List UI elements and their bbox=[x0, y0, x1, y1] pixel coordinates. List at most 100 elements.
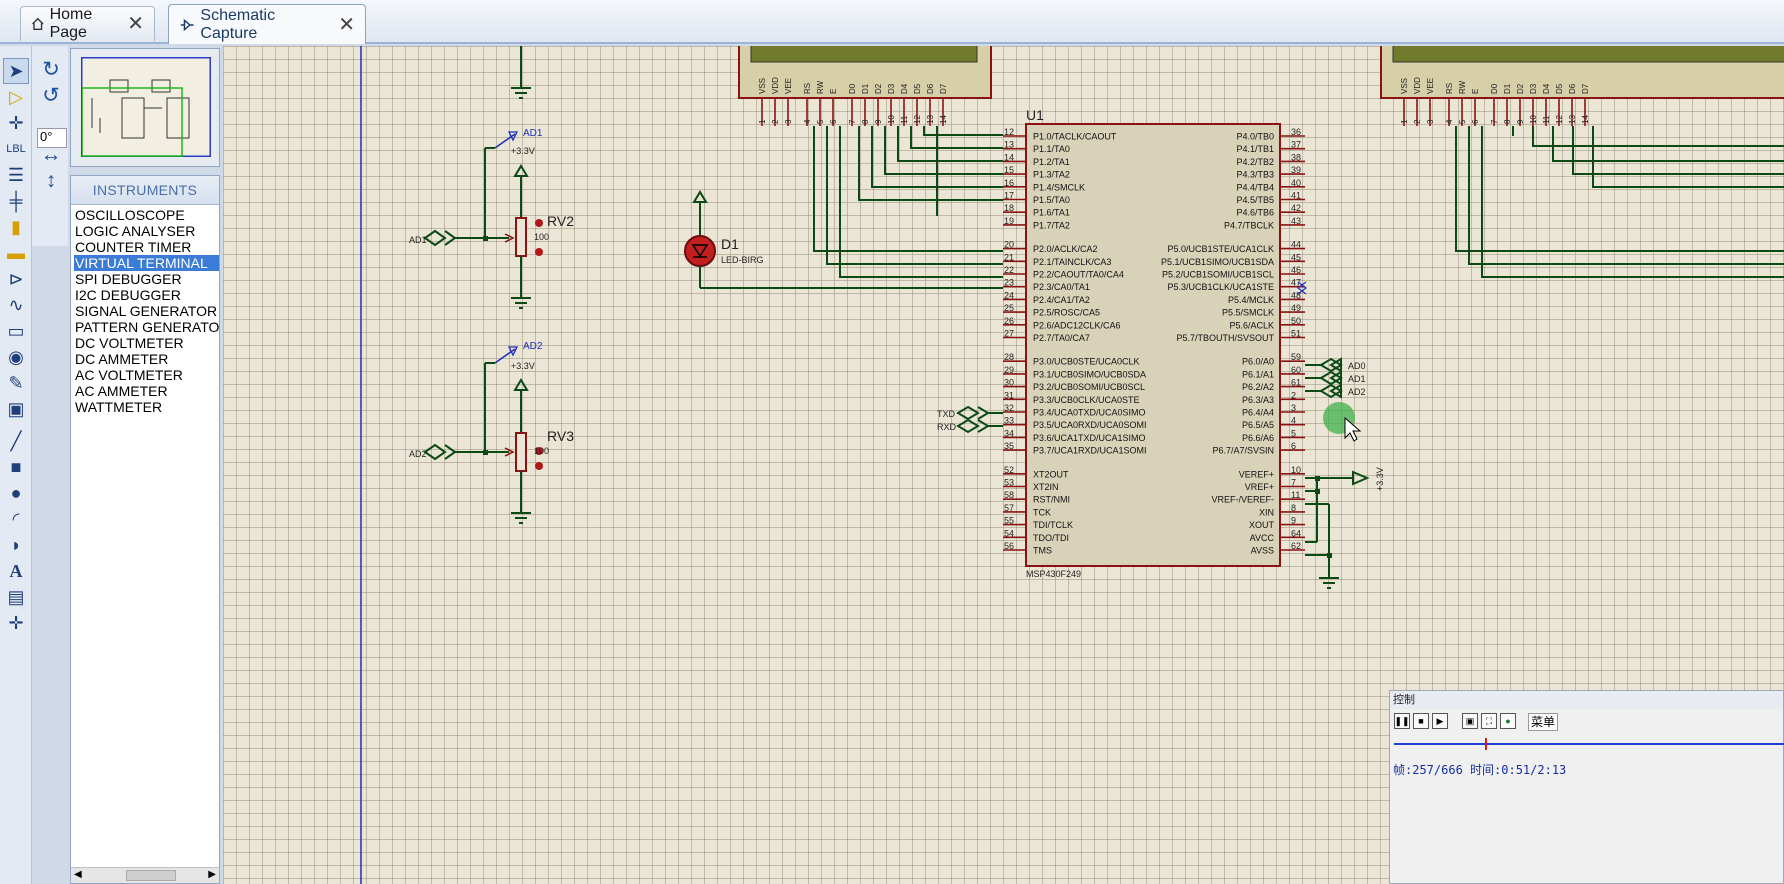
time-info: 帧:257/666 时间:0:51/2:13 bbox=[1393, 763, 1567, 777]
circle-icon[interactable]: ● bbox=[10, 482, 22, 503]
led-d1[interactable]: D1 LED-BIRG bbox=[684, 190, 1003, 289]
pin-number: 26 bbox=[1004, 316, 1014, 326]
terminals-icon[interactable]: ▬ bbox=[7, 242, 25, 263]
pin-number: 60 bbox=[1291, 365, 1301, 375]
voltage-probe-icon[interactable]: ✎ bbox=[8, 372, 24, 393]
pin-number: 13 bbox=[1004, 140, 1014, 150]
lcd-display[interactable]: VSS1VDD2VEE3RS4RW5E6D07D18D29D310D411D51… bbox=[738, 46, 992, 126]
lcd-pin-number: 12 bbox=[913, 115, 922, 124]
tab-schematic-capture[interactable]: Schematic Capture ✕ bbox=[168, 4, 366, 44]
symbol-icon[interactable]: ▤ bbox=[7, 586, 25, 607]
pin-name: P2.0/ACLK/CA2 bbox=[1033, 244, 1098, 254]
lcd-pin-number: 11 bbox=[900, 115, 909, 124]
lcd-pin-group: VSS1VDD2VEE3RS4RW5E6D07D18D29D310D411D51… bbox=[758, 77, 948, 126]
lcd-pin-name: E bbox=[829, 89, 838, 94]
text-script-icon[interactable]: ☰ bbox=[7, 164, 25, 185]
tab-home-page[interactable]: Home Page ✕ bbox=[20, 6, 155, 41]
instrument-item[interactable]: AC VOLTMETER bbox=[75, 367, 183, 383]
box-icon[interactable]: ■ bbox=[10, 456, 22, 477]
lcd-pin-name: D5 bbox=[913, 83, 922, 94]
close-icon[interactable]: ✕ bbox=[127, 13, 144, 35]
ground-symbol bbox=[511, 46, 531, 99]
lcd-pin-group: VSS1VDD2VEE3RS4RW5E6D07D18D29D310D411D51… bbox=[1400, 77, 1590, 126]
instrument-item[interactable]: LOGIC ANALYSER bbox=[75, 223, 196, 239]
line-icon[interactable]: ╱ bbox=[10, 430, 22, 451]
lcd-pin-number: 5 bbox=[816, 119, 825, 124]
wire-label-icon[interactable]: LBL bbox=[6, 143, 26, 155]
instrument-item[interactable]: DC VOLTMETER bbox=[75, 335, 184, 351]
instrument-item[interactable]: WATTMETER bbox=[75, 399, 163, 415]
scroll-left-icon[interactable]: ◀ bbox=[74, 869, 82, 880]
instrument-item[interactable]: AC AMMETER bbox=[75, 383, 168, 399]
instrument-item[interactable]: SIGNAL GENERATOR bbox=[75, 303, 218, 319]
path-icon[interactable]: ◗ bbox=[10, 534, 22, 555]
mirror-vertical-icon[interactable]: ↕ bbox=[45, 169, 57, 192]
rotation-angle-field[interactable]: 0° bbox=[37, 128, 67, 148]
lcd-pin-number: 13 bbox=[1568, 115, 1577, 124]
next-frame-icon[interactable]: ▶ bbox=[1432, 713, 1448, 729]
pin-number: 12 bbox=[1004, 127, 1014, 137]
virtual-instruments-icon[interactable]: ▣ bbox=[7, 398, 25, 419]
lcd-pin-name: D7 bbox=[939, 83, 948, 94]
lcd-pin-number: 7 bbox=[1490, 119, 1499, 124]
potentiometer-rv2[interactable]: AD1 +3.3V RV2 100 AD1 bbox=[409, 128, 574, 309]
scroll-right-icon[interactable]: ▶ bbox=[208, 869, 216, 880]
stop-icon[interactable]: ■ bbox=[1413, 713, 1429, 729]
pin-number: 64 bbox=[1291, 528, 1301, 538]
instrument-item[interactable]: COUNTER TIMER bbox=[75, 239, 192, 255]
generator-icon[interactable]: ◉ bbox=[8, 346, 24, 367]
instrument-item[interactable]: SPI DEBUGGER bbox=[75, 271, 182, 287]
tape-recorder-icon[interactable]: ▭ bbox=[7, 320, 25, 341]
instrument-item[interactable]: OSCILLOSCOPE bbox=[75, 207, 185, 223]
scroll-thumb[interactable] bbox=[126, 870, 176, 881]
instrument-item[interactable]: PATTERN GENERATO bbox=[75, 319, 219, 335]
graph-icon[interactable]: ∿ bbox=[8, 294, 24, 315]
pin-number: 31 bbox=[1004, 390, 1014, 400]
lcd-display-2[interactable]: VSS1VDD2VEE3RS4RW5E6D07D18D29D310D411D51… bbox=[1380, 46, 1784, 126]
supply-label: +3.3V bbox=[1375, 467, 1385, 491]
potentiometer-rv3[interactable]: AD2 +3.3V RV3 100 AD2 bbox=[409, 341, 574, 524]
subcircuit-icon[interactable]: ▮ bbox=[11, 216, 21, 237]
marker-icon[interactable]: ✛ bbox=[8, 612, 24, 633]
pin-number: 59 bbox=[1291, 352, 1301, 362]
close-icon[interactable]: ✕ bbox=[338, 13, 355, 36]
mirror-horizontal-icon[interactable]: ↔ bbox=[40, 143, 62, 166]
component-mode-icon[interactable]: ▷ bbox=[9, 86, 23, 107]
playback-marker[interactable] bbox=[1485, 738, 1487, 750]
selection-mode-icon[interactable]: ➤ bbox=[3, 58, 29, 84]
overview-window[interactable] bbox=[70, 48, 220, 167]
rotate-clockwise-icon[interactable]: ↻ bbox=[42, 57, 60, 81]
pin-name: TCK bbox=[1033, 507, 1051, 517]
player-control-window: 控制 ❚❚ ■ ▶ ▣ ⛶ ● 菜单 帧:257/666 时间:0:51/2:1… bbox=[1389, 690, 1784, 884]
horizontal-scrollbar[interactable]: ◀ ▶ bbox=[71, 867, 219, 883]
fit-window-icon[interactable]: ▣ bbox=[1462, 713, 1478, 729]
playback-track[interactable] bbox=[1394, 743, 1784, 745]
pin-name: P5.5/SMCLK bbox=[1222, 308, 1274, 318]
pin-number: 5 bbox=[1291, 428, 1296, 438]
lcd-pin-name: D7 bbox=[1581, 83, 1590, 94]
rotate-anticlockwise-icon[interactable]: ↺ bbox=[42, 83, 60, 107]
arc-icon[interactable]: ◜ bbox=[12, 508, 20, 529]
instrument-item[interactable]: VIRTUAL TERMINAL bbox=[74, 255, 219, 271]
component-part: LED-BIRG bbox=[721, 255, 764, 265]
pin-number: 39 bbox=[1291, 165, 1301, 175]
instrument-item[interactable]: I2C DEBUGGER bbox=[75, 287, 181, 303]
cursor-icon[interactable]: ● bbox=[1500, 713, 1516, 729]
schematic-drawing: AD1 +3.3V RV2 100 AD1 AD2 +3.3V bbox=[360, 46, 1784, 884]
instrument-item[interactable]: DC AMMETER bbox=[75, 351, 169, 367]
pin-number: 38 bbox=[1291, 152, 1301, 162]
lcd-pin-name: D3 bbox=[1529, 83, 1538, 94]
pin-name: P2.4/CA1/TA2 bbox=[1033, 295, 1090, 305]
mode-toolbar: ➤ ▷ ✛ LBL ☰ ╪ ▮ ▬ ⊳ ∿ ▭ ◉ ✎ ▣ ╱ ■ ● ◜ ◗ … bbox=[0, 46, 32, 884]
pause-icon[interactable]: ❚❚ bbox=[1394, 713, 1410, 729]
fullscreen-icon[interactable]: ⛶ bbox=[1481, 713, 1497, 729]
control-title: 控制 bbox=[1390, 691, 1783, 709]
menu-button[interactable]: 菜单 bbox=[1528, 713, 1558, 731]
component-ref: RV3 bbox=[547, 428, 574, 444]
text-icon[interactable]: A bbox=[9, 560, 23, 581]
device-pins-icon[interactable]: ⊳ bbox=[8, 268, 24, 289]
pin-number: 57 bbox=[1004, 503, 1014, 513]
junction-dot-icon[interactable]: ✛ bbox=[8, 112, 24, 133]
bus-icon[interactable]: ╪ bbox=[9, 190, 23, 211]
